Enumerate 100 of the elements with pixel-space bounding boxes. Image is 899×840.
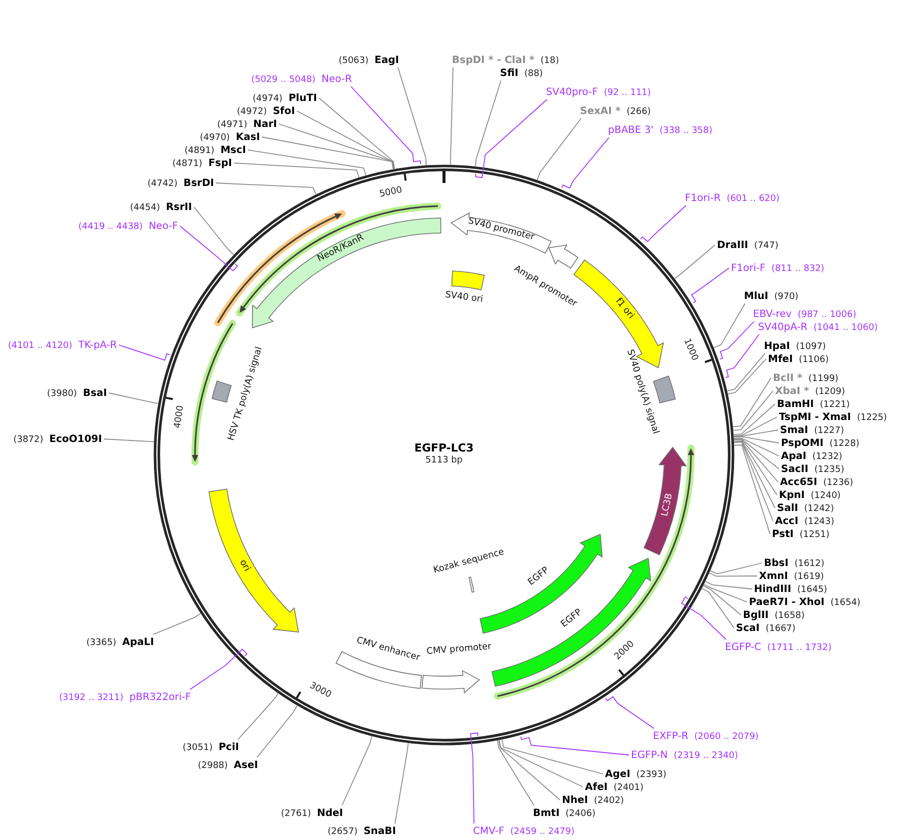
site-position: (1235) [814, 464, 844, 476]
enzyme-name: NdeI [316, 806, 343, 820]
leader-line [734, 444, 770, 534]
primer-position: (3192 .. 3211) [59, 692, 124, 704]
enzyme-name: HpaI [764, 340, 790, 352]
site-position: (1667) [766, 622, 796, 636]
enzyme-name: SexAI * [580, 104, 621, 118]
leader-line [605, 696, 654, 729]
leader-line [520, 736, 630, 756]
leader-line [394, 742, 409, 824]
leader-line [238, 693, 279, 740]
enzyme-name: SfoI [272, 104, 295, 118]
enzyme-name: AfeI [585, 780, 608, 794]
site-position: (1243) [804, 516, 834, 528]
enzyme-name: KasI [236, 130, 260, 144]
enzyme-name: BsaI [82, 386, 107, 400]
site-position: (4742) [148, 178, 178, 190]
leader-line [502, 739, 604, 774]
site-position: (2402) [594, 794, 624, 808]
enzyme-name: RsrII [166, 200, 192, 214]
leader-line [734, 438, 780, 456]
leader-line [118, 344, 170, 361]
leader-line [262, 136, 394, 170]
site-position: (1240) [810, 490, 841, 502]
site-position: (3365) [86, 636, 116, 650]
enzyme-name: BsrDI [183, 176, 214, 190]
leader-line [702, 588, 734, 628]
enzyme-name: ApaI [781, 450, 806, 462]
enzyme-name: MluI [744, 290, 768, 302]
primer-position: (4419 .. 4438) [78, 220, 143, 234]
leader-line [691, 268, 730, 304]
enzyme-name: DraIII [717, 238, 748, 252]
enzyme-name: AccI [775, 514, 798, 528]
enzyme-name: MfeI [768, 352, 793, 366]
leader-line [194, 206, 234, 256]
leader-line [498, 740, 584, 788]
site-position: (88) [524, 68, 543, 80]
site-position: (4971) [217, 118, 248, 132]
primer-name: EBV-rev [753, 308, 792, 320]
leader-line [470, 732, 478, 824]
primer-position: (601 .. 620) [726, 192, 780, 206]
leader-line [733, 416, 778, 436]
scale-label: 5000 [378, 186, 404, 201]
leader-line [734, 440, 778, 496]
site-position: (1242) [804, 502, 834, 516]
leader-line [278, 124, 394, 170]
primer-name: TK-pA-R [78, 338, 117, 352]
enzyme-name: SalI [777, 502, 798, 514]
leader-line [708, 572, 758, 577]
leader-line [152, 613, 202, 635]
primer-position: (1041 .. 1060) [813, 322, 878, 334]
enzyme-name: AseI [234, 758, 258, 772]
leader-line [713, 303, 746, 348]
leader-line [296, 110, 394, 170]
enzyme-name: PluTI [288, 92, 317, 104]
enzyme-name: AgeI [605, 768, 630, 780]
leader-line [725, 334, 760, 378]
site-position: (1097) [796, 340, 826, 354]
site-position: (747) [754, 240, 778, 252]
enzyme-name: ApaLI [122, 636, 154, 648]
enzyme-name: TspMI - XmaI [779, 410, 851, 424]
site-position: (1221) [820, 398, 850, 412]
plasmid-name: EGFP-LC3 [414, 442, 474, 454]
enzyme-name: BspDI * - ClaI * [452, 54, 535, 66]
site-position: (2657) [328, 826, 358, 838]
primer-name: pBR322ori-F [129, 690, 191, 704]
leader-line [704, 584, 748, 602]
leader-line [681, 596, 726, 640]
site-position: (1227) [814, 424, 844, 438]
primer-position: (5029 .. 5048) [251, 74, 316, 86]
site-position: (1654) [830, 596, 860, 610]
leader-line [733, 430, 778, 438]
enzyme-name: BmtI [533, 806, 560, 820]
primer-position: (987 .. 1006) [798, 308, 856, 322]
site-position: (4871) [172, 158, 202, 170]
enzyme-name: NheI [562, 794, 588, 806]
feature-label: CMV promoter [426, 642, 492, 658]
primer-name: SV40pA-R [758, 320, 808, 334]
leader-line [342, 736, 372, 806]
enzyme-name: BamHI [777, 398, 814, 410]
site-position: (1106) [798, 354, 829, 366]
enzyme-name: BbsI [764, 556, 788, 570]
site-position: (4454) [130, 202, 160, 214]
enzyme-name: BclI * [773, 372, 802, 384]
enzyme-name: SmaI [780, 424, 808, 436]
leader-line [108, 392, 159, 404]
leader-line [719, 321, 754, 360]
enzyme-name: PspOMI [781, 436, 824, 450]
leader-line [234, 162, 360, 178]
leader-line [561, 137, 610, 189]
leader-line [216, 182, 317, 195]
primer-name: CMV-F [473, 824, 504, 838]
primer-name: EXFP-R [653, 730, 688, 742]
site-position: (2988) [198, 760, 228, 772]
primer-name: EGFP-C [725, 640, 762, 654]
primer-name: SV40pro-F [546, 86, 598, 98]
scale-label: 4000 [172, 405, 187, 430]
enzyme-name: NarI [253, 118, 277, 130]
leader-line [496, 740, 534, 806]
primer-position: (92 .. 111) [604, 86, 651, 100]
